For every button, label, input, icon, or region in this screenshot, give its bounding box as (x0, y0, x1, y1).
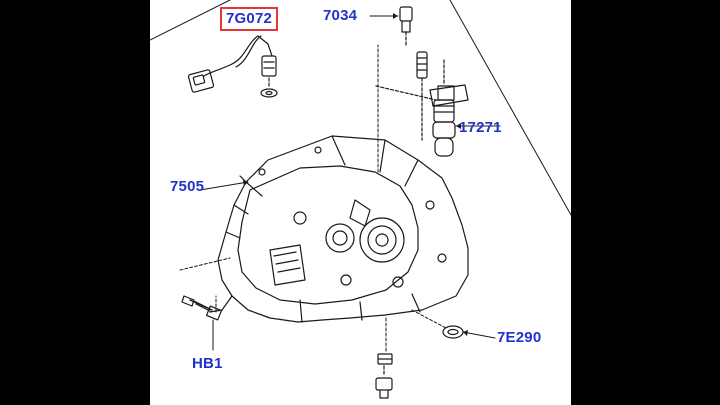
callout-plug: 7E290 (497, 329, 542, 346)
assembly-leaders (179, 44, 447, 353)
speedo-gear-assembly (375, 51, 501, 157)
transmission-housing-diagram (150, 0, 571, 399)
plug-part (442, 325, 496, 339)
callout-vent: 7034 (323, 7, 358, 24)
drain-plugs (375, 353, 393, 399)
sensor-harness (187, 35, 278, 98)
callout-bolt: HB1 (192, 355, 223, 372)
callout-sensor: 7G072 (220, 7, 279, 31)
housing-body (199, 135, 469, 323)
callout-housing: 7505 (170, 178, 205, 195)
hb1-bolt (181, 295, 223, 351)
vent-part (369, 6, 413, 46)
frame-line-right (449, 0, 571, 216)
parts-diagram-panel: 7G072 7034 17271 7505 7E290 HB1 (150, 0, 571, 405)
callout-speedo-driven-gear: 17271 (459, 119, 502, 136)
frame-line-top (150, 0, 231, 41)
